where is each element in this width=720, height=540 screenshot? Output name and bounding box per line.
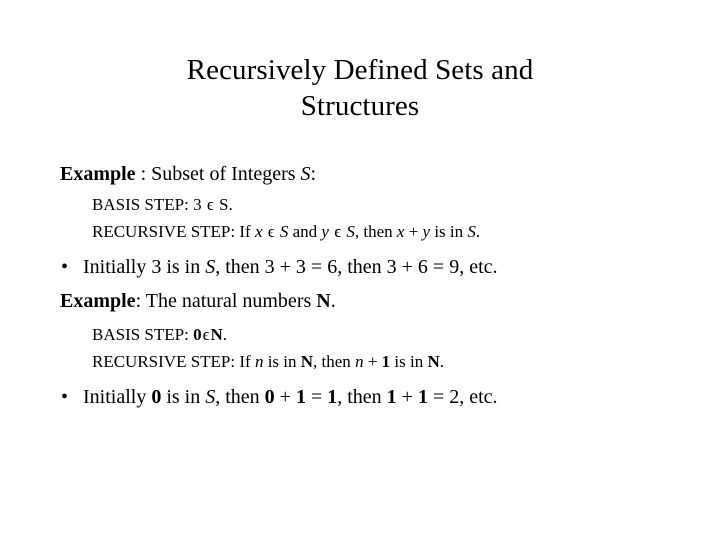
- example-1-bullet-item: • Initially 3 is in S, then 3 + 3 = 6, th…: [0, 252, 720, 282]
- bullet-dot-icon: •: [61, 386, 69, 408]
- recursive-set-s-2: S: [346, 222, 355, 241]
- recursive-text-2: and: [288, 222, 322, 241]
- bullet-2-number-1c: 1: [386, 386, 397, 408]
- example-1-label: Example: [60, 163, 136, 185]
- basis-step-set: S.: [214, 195, 233, 214]
- recursive2-text-2: is in: [263, 352, 301, 371]
- slide-title-line-1: Recursively Defined Sets and: [186, 54, 534, 86]
- recursive-var-y-1: y: [321, 222, 329, 241]
- example-1-heading-text: : Subset of Integers: [135, 163, 301, 185]
- recursive2-text-5: is in: [390, 352, 428, 371]
- recursive-var-x-1: x: [254, 222, 263, 241]
- recursive-text-1: If: [235, 222, 255, 241]
- recursive2-var-n-1: n: [254, 352, 264, 371]
- recursive-step-heading: RECURSIVE STEP:: [92, 222, 236, 241]
- basis-step-heading: BASIS STEP:: [92, 195, 189, 214]
- recursive-text-6: .: [475, 222, 481, 241]
- bullet-2-text-1: Initially: [83, 386, 152, 408]
- basis-step-value: 3: [188, 195, 206, 214]
- bullet-1-set-s: S: [205, 256, 216, 278]
- recursive-text-5: is in: [430, 222, 468, 241]
- recursive-text-4: +: [404, 222, 423, 241]
- recursive-set-s-3: S: [467, 222, 476, 241]
- recursive-var-y-2: y: [422, 222, 431, 241]
- recursive2-var-n-2: n: [355, 352, 364, 371]
- example-1-heading-colon: :: [310, 163, 317, 185]
- example-1-recursive-step: RECURSIVE STEP: If x ϵ S and y ϵ S, then…: [0, 218, 720, 245]
- basis-step-period: .: [222, 325, 228, 344]
- bullet-2-number-1b: 1: [327, 386, 338, 408]
- bullet-2-number-0b: 0: [264, 386, 275, 408]
- element-of-icon: ϵ: [202, 325, 210, 344]
- bullet-dot-icon: •: [61, 256, 69, 278]
- bullet-2-text-7: +: [396, 386, 418, 408]
- recursive2-text-3: , then: [313, 352, 356, 371]
- recursive2-text-1: If: [235, 352, 255, 371]
- recursive-set-s-1: S: [279, 222, 289, 241]
- bullet-2-text-3: , then: [215, 386, 265, 408]
- recursive2-text-4: +: [363, 352, 382, 371]
- basis-step-set: N: [210, 325, 223, 344]
- recursive-var-x-2: x: [396, 222, 405, 241]
- recursive-text-3: , then: [354, 222, 397, 241]
- slide-title-line-2: Structures: [300, 90, 420, 122]
- example-2-basis-step: BASIS STEP: 0ϵN.: [0, 321, 720, 348]
- element-of-icon: ϵ: [263, 222, 279, 241]
- bullet-2-text-4: +: [274, 386, 296, 408]
- recursive-step-heading: RECURSIVE STEP:: [92, 352, 236, 371]
- bullet-2-set-s: S: [205, 386, 216, 408]
- example-1-heading: Example : Subset of Integers S:: [0, 160, 720, 188]
- example-2-label: Example: [60, 290, 136, 312]
- slide-title: Recursively Defined Sets and Structures: [60, 52, 660, 124]
- bullet-1-text-2: , then 3 + 3 = 6, then 3 + 6 = 9, etc.: [215, 256, 498, 278]
- recursive2-text-6: .: [439, 352, 444, 371]
- basis-step-value: 0: [193, 325, 202, 344]
- bullet-2-text-6: , then: [337, 386, 387, 408]
- example-2-heading-period: .: [330, 290, 336, 312]
- recursive2-set-n-2: N: [427, 352, 440, 371]
- recursive2-number-1: 1: [381, 352, 391, 371]
- bullet-2-number-1a: 1: [295, 386, 306, 408]
- bullet-2-text-8: = 2, etc.: [427, 386, 498, 408]
- basis-step-heading: BASIS STEP:: [92, 325, 189, 344]
- element-of-icon: ϵ: [206, 195, 214, 214]
- bullet-2-text-2: is in: [161, 386, 206, 408]
- bullet-2-number-0a: 0: [151, 386, 162, 408]
- example-1-set-symbol: S: [300, 163, 311, 185]
- example-2-heading: Example: The natural numbers N.: [0, 287, 720, 315]
- slide-body: Example : Subset of Integers S: BASIS ST…: [0, 160, 720, 412]
- example-2-set-symbol: N: [316, 290, 331, 312]
- bullet-2-number-1d: 1: [417, 386, 428, 408]
- example-2-heading-text: : The natural numbers: [135, 290, 317, 312]
- recursive2-set-n-1: N: [300, 352, 314, 371]
- element-of-icon: ϵ: [329, 222, 346, 241]
- bullet-1-text-1: Initially 3 is in: [83, 256, 206, 278]
- example-2-bullet-item: •Initially 0 is in S, then 0 + 1 = 1, th…: [0, 382, 720, 412]
- bullet-2-text-5: =: [305, 386, 328, 408]
- example-2-recursive-step: RECURSIVE STEP: If n is in N, then n + 1…: [0, 348, 720, 375]
- example-1-basis-step: BASIS STEP: 3 ϵ S.: [0, 191, 720, 218]
